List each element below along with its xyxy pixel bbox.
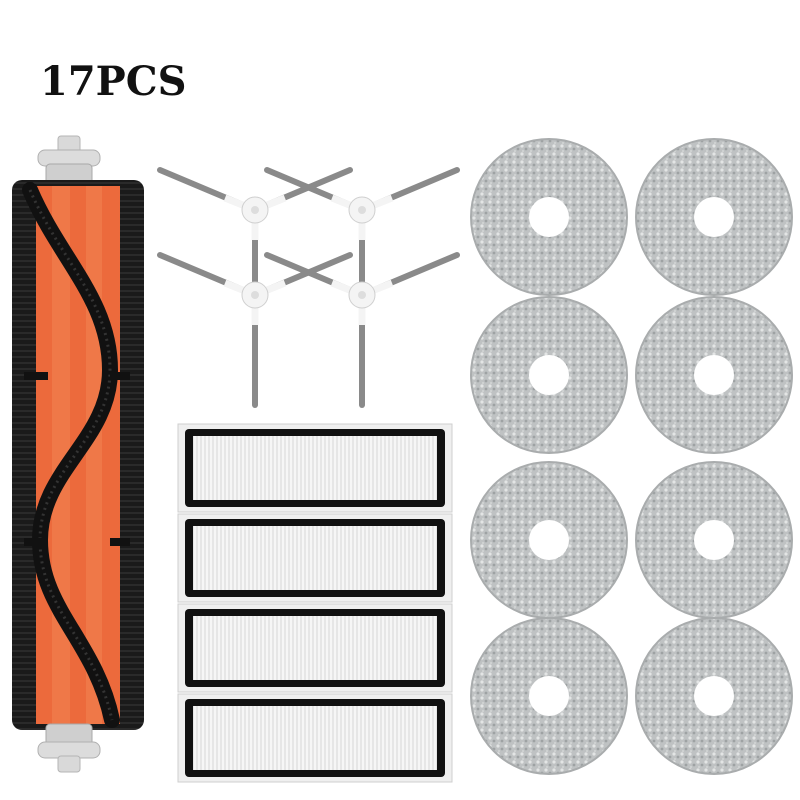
hepa-filter [177, 513, 453, 603]
mop-pad [470, 138, 628, 296]
mop-pad [635, 296, 793, 454]
main-roller-brush [12, 135, 144, 773]
mop-pad [635, 461, 793, 619]
mop-pad [635, 138, 793, 296]
side-brush [264, 167, 460, 293]
side-brush [264, 252, 460, 408]
mop-pad [470, 461, 628, 619]
hepa-filter [177, 693, 453, 783]
hepa-filter [177, 423, 453, 513]
side-brush [157, 167, 353, 293]
hepa-filter [177, 603, 453, 693]
brush-top-cap [37, 135, 101, 187]
mop-pad [635, 617, 793, 775]
side-brush [157, 252, 353, 408]
brush-bottom-cap [37, 723, 101, 773]
mop-pad [470, 617, 628, 775]
mop-pad [470, 296, 628, 454]
product-count-title: 17PCS [40, 58, 187, 105]
